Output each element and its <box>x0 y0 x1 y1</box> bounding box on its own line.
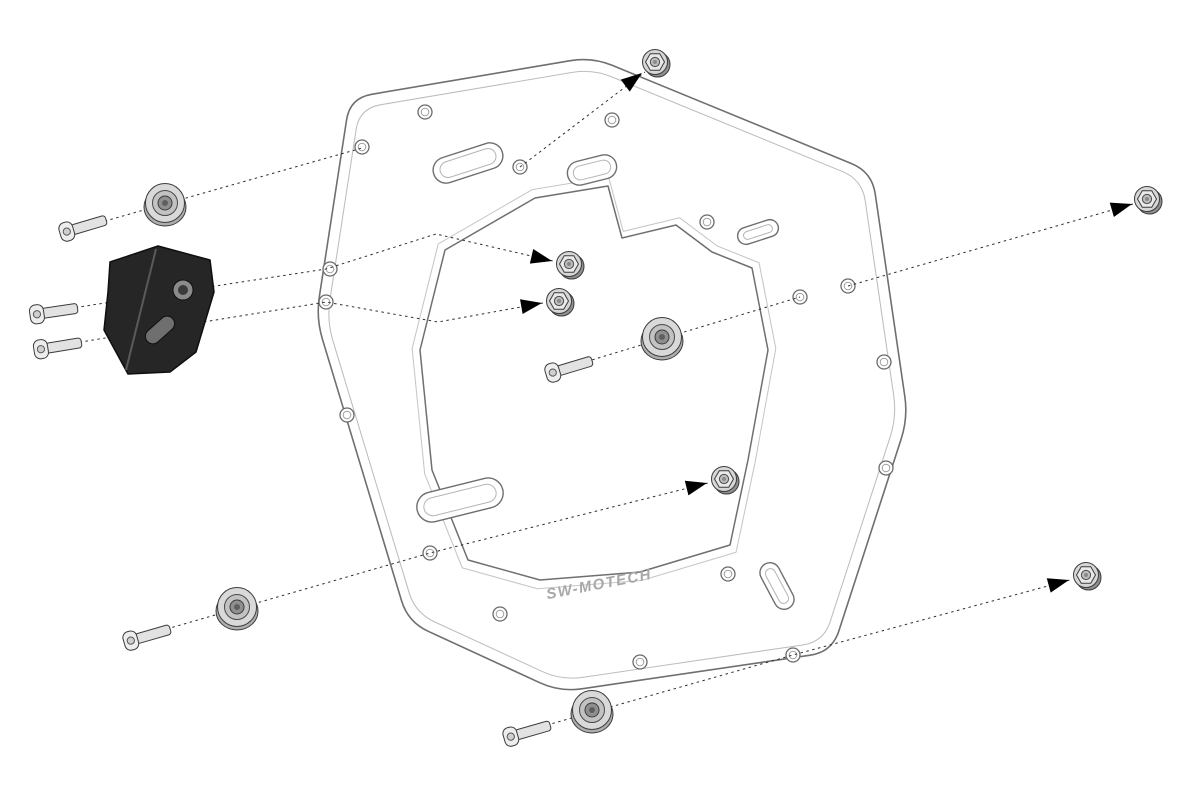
rubber-spacer <box>570 690 614 734</box>
mounting-hole <box>492 606 508 622</box>
plate-slot <box>759 562 795 610</box>
rubber-spacer <box>143 183 187 227</box>
mounting-hole <box>720 566 736 582</box>
plate-slot <box>416 477 504 523</box>
assembly-axis-line <box>69 147 363 232</box>
rubber-spacer <box>215 587 259 631</box>
mounting-bracket <box>103 245 215 375</box>
mounting-hole <box>604 112 620 128</box>
cutout-bevel-line <box>411 176 777 590</box>
assembly-axis-line <box>519 71 646 168</box>
mounting-hole <box>354 139 370 155</box>
adapter-plate: SW-MOTECH <box>317 58 907 691</box>
mounting-hole <box>878 460 894 476</box>
flange-nut <box>642 49 671 78</box>
arrow-icon <box>1046 572 1071 593</box>
arrow-icon <box>1109 196 1135 217</box>
flange-nut <box>1134 186 1163 215</box>
mounting-hole <box>785 647 801 663</box>
bracket-bend-line <box>125 248 157 371</box>
countersunk-bolt <box>500 715 554 749</box>
plate-slot <box>432 142 504 184</box>
countersunk-bolt <box>56 210 110 244</box>
assembly-axis-line <box>847 203 1134 287</box>
mounting-hole <box>318 294 334 310</box>
countersunk-bolt <box>28 298 80 326</box>
rubber-spacer <box>640 317 684 361</box>
countersunk-bolt <box>120 619 174 653</box>
plate-bevel-line <box>328 70 896 679</box>
assembly-axis-line <box>551 296 801 373</box>
plate-slot <box>566 154 618 186</box>
mounting-hole <box>632 654 648 670</box>
mounting-hole <box>699 214 715 230</box>
mounting-hole <box>339 407 355 423</box>
assembly-axis-line <box>43 301 544 349</box>
bracket-hole <box>178 285 188 295</box>
countersunk-bolt <box>31 332 84 361</box>
plate-slot <box>736 218 780 246</box>
mounting-hole <box>422 545 438 561</box>
bracket-slot <box>144 315 176 345</box>
mounting-hole <box>876 354 892 370</box>
flange-nut <box>1073 562 1102 591</box>
bracket-body <box>103 245 215 375</box>
mounting-hole <box>417 104 433 120</box>
